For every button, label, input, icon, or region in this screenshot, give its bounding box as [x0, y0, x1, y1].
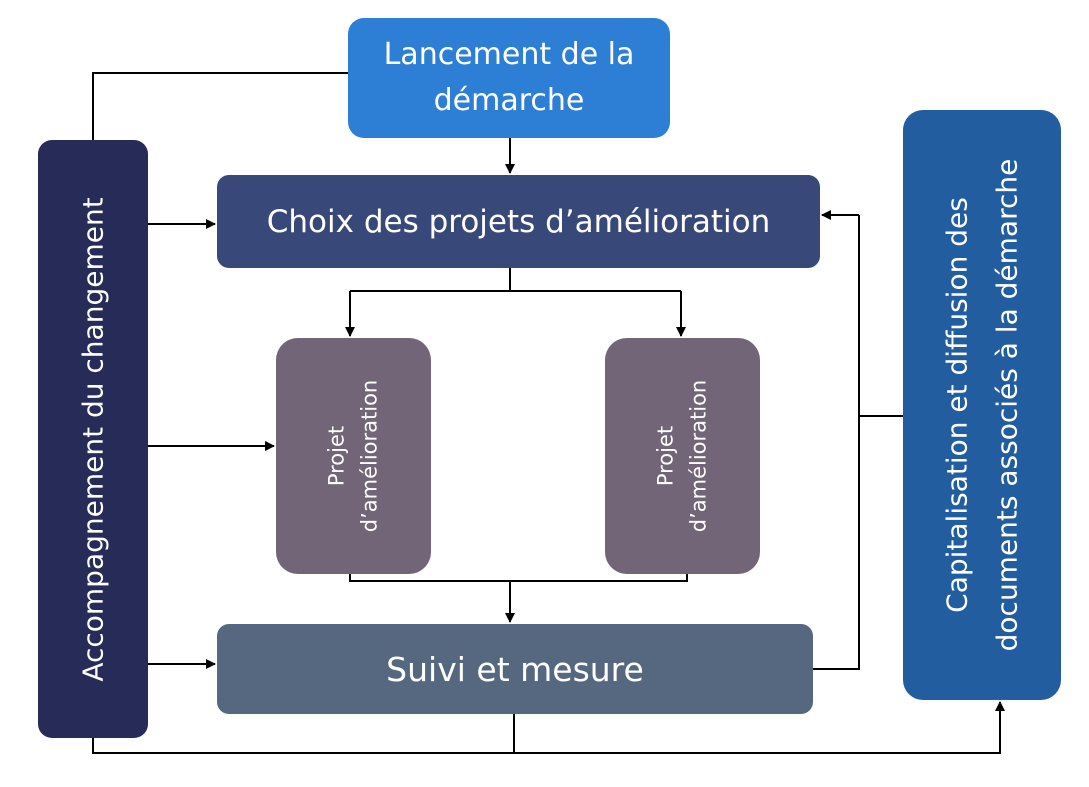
capitalization-box: Capitalisation et diffusion des document… [903, 110, 1061, 700]
project-left-line1: Projet [324, 425, 349, 487]
capitalization-line1: Capitalisation et diffusion des [940, 197, 973, 613]
project-left-line2: d’amélioration [357, 379, 382, 533]
change-support-label: Accompagnement du changement [76, 196, 110, 682]
project-right-line1: Projet [653, 425, 678, 487]
line-launch-to-change-support [92, 72, 348, 140]
launch-line2: démarche [433, 83, 585, 118]
monitoring-label: Suivi et mesure [386, 649, 644, 689]
line-merge-projects [349, 574, 688, 582]
change-support-box: Accompagnement du changement [38, 140, 148, 738]
monitoring-box: Suivi et mesure [217, 624, 813, 714]
capitalization-line2: documents associés à la démarche [990, 158, 1023, 652]
project-right-box: Projet d’amélioration [605, 338, 760, 574]
launch-box: Lancement de la démarche [348, 18, 670, 138]
project-left-box: Projet d’amélioration [276, 338, 431, 574]
choice-label: Choix des projets d’amélioration [266, 203, 771, 240]
launch-line1: Lancement de la [383, 37, 635, 72]
project-right-line2: d’amélioration [686, 379, 711, 533]
choice-box: Choix des projets d’amélioration [217, 175, 820, 268]
line-bottom-loop [92, 701, 1005, 754]
line-monitoring-feedback [813, 215, 860, 670]
